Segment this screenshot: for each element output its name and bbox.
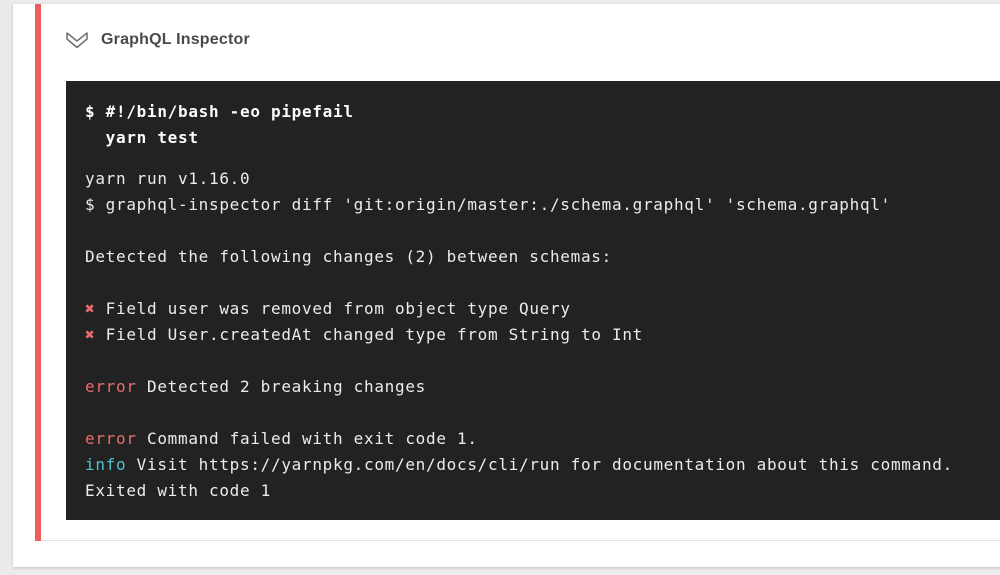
terminal-text-segment: Exited with code 1 [85,481,271,500]
terminal-text-segment: Command failed with exit code 1. [136,429,478,448]
terminal-line [85,348,988,374]
step-graphql-inspector: GraphQL Inspector $ #!/bin/bash -eo pipe… [35,4,1000,541]
terminal-output: $ #!/bin/bash -eo pipefail yarn test yar… [66,81,1000,520]
terminal-text-segment: error [85,377,137,396]
terminal-text-segment: info [85,455,127,474]
failed-step-indicator [35,4,41,541]
terminal-line: $ graphql-inspector diff 'git:origin/mas… [85,192,988,218]
terminal-line: yarn run v1.16.0 [85,166,988,192]
terminal-text-segment: Field User.createdAt changed type from S… [95,325,643,344]
terminal-line: Detected the following changes (2) betwe… [85,244,988,270]
terminal-line: Exited with code 1 [85,478,988,504]
terminal-text-segment: Detected the following changes (2) betwe… [85,247,612,266]
terminal-log: yarn run v1.16.0 $ graphql-inspector diff… [85,166,988,504]
terminal-line [85,400,988,426]
breaking-change-x-icon: ✖ [85,299,96,318]
terminal-text-segment: error [85,429,137,448]
terminal-line: ✖ Field user was removed from object typ… [85,296,988,322]
terminal-line: error Detected 2 breaking changes [85,374,988,400]
terminal-line [85,270,988,296]
step-title: GraphQL Inspector [101,31,250,48]
breaking-change-x-icon: ✖ [85,325,96,344]
terminal-line: error Command failed with exit code 1. [85,426,988,452]
terminal-line: ✖ Field User.createdAt changed type from… [85,322,988,348]
terminal-text-segment: Visit https://yarnpkg.com/en/docs/cli/ru… [126,455,953,474]
terminal-text-segment: $ graphql-inspector diff 'git:origin/mas… [85,195,891,214]
terminal-text-segment: yarn run v1.16.0 [85,169,251,188]
terminal-command: $ #!/bin/bash -eo pipefail yarn test [85,102,354,147]
terminal-text-segment: Detected 2 breaking changes [136,377,426,396]
terminal-text-segment: Field user was removed from object type … [95,299,571,318]
build-steps-card: GraphQL Inspector $ #!/bin/bash -eo pipe… [13,4,1000,567]
terminal-line [85,218,988,244]
terminal-line: info Visit https://yarnpkg.com/en/docs/c… [85,452,988,478]
double-chevron-down-icon[interactable] [64,29,90,51]
step-header[interactable]: GraphQL Inspector [41,4,1000,76]
